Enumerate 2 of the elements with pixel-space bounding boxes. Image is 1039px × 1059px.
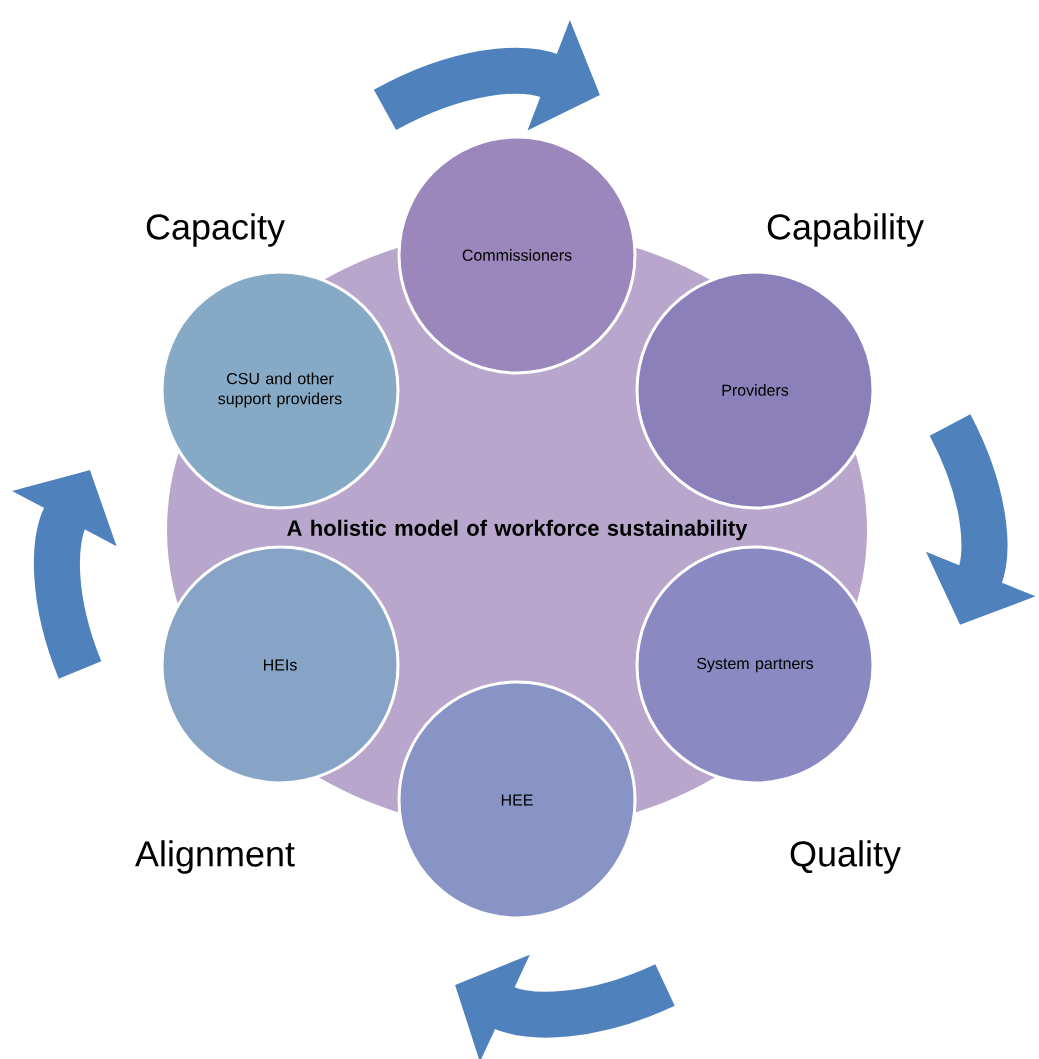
quadrant-label: Alignment: [135, 840, 295, 874]
quadrant-label: Quality: [790, 840, 901, 874]
